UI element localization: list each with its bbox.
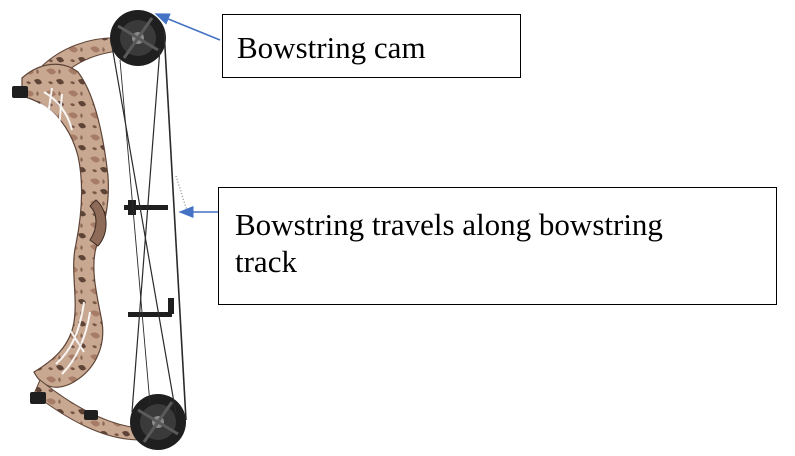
bowstring (163, 29, 187, 421)
riser (21, 63, 109, 388)
string-dots (175, 175, 189, 215)
cable-1 (111, 45, 177, 415)
bowstring-and-cables (111, 29, 189, 421)
bow-illustration (12, 37, 174, 441)
callout-bowstring-track: Bowstring travels along bowstring track (218, 187, 777, 305)
lower-limb-tip (84, 410, 98, 420)
top-cam (110, 10, 166, 66)
callout-bowstring-cam: Bowstring cam (222, 14, 521, 78)
upper-limb-pocket (12, 86, 28, 98)
bottom-cam (130, 394, 186, 450)
callout-track-line1: Bowstring travels along bowstring (235, 207, 663, 242)
callout-track-line2: track (235, 244, 297, 280)
riser-cutouts (39, 87, 91, 375)
cable-2 (131, 47, 161, 413)
grip (89, 199, 107, 247)
callout-cam-text: Bowstring cam (237, 30, 426, 65)
cable-3 (119, 59, 151, 405)
lower-limb-pocket (30, 392, 46, 404)
accessory-rods (124, 200, 174, 317)
cam-arrow (154, 13, 221, 41)
